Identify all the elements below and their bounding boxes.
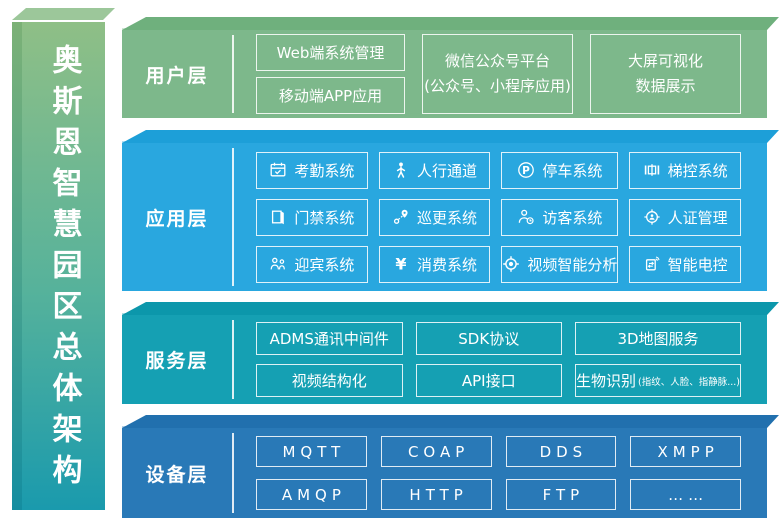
app-item-label: 访客系统 bbox=[542, 208, 603, 227]
app-item-label: 人证管理 bbox=[667, 208, 728, 227]
device-box-xmpp: XMPP bbox=[630, 436, 741, 467]
svg-text:¥: ¥ bbox=[395, 255, 406, 273]
service-box-adms: ADMS通讯中间件 bbox=[256, 322, 403, 355]
wechat-line2: (公众号、小程序应用) bbox=[424, 77, 571, 95]
app-item-parking: P 停车系统 bbox=[501, 151, 619, 189]
device-box-dds: DDS bbox=[505, 436, 617, 467]
app-item-video-analytics: 视频智能分析 bbox=[501, 245, 619, 283]
app-item-welcome: 迎宾系统 bbox=[256, 245, 368, 283]
service-box-biometrics: 生物识别 (指纹、人脸、指静脉...) bbox=[575, 364, 741, 397]
bigscreen-line2: 数据展示 bbox=[635, 77, 696, 95]
wechat-line1: 微信公众号平台 bbox=[444, 51, 550, 70]
patrol-icon bbox=[392, 208, 410, 226]
app-item-payment: ¥ 消费系统 bbox=[378, 245, 491, 283]
device-box-mqtt: MQTT bbox=[256, 436, 367, 467]
app-item-label: 门禁系统 bbox=[294, 208, 355, 227]
biometrics-note: (指纹、人脸、指静脉...) bbox=[638, 376, 740, 388]
elevator-control-icon bbox=[643, 161, 661, 179]
app-item-label: 停车系统 bbox=[542, 161, 603, 180]
layer-divider bbox=[232, 320, 234, 399]
layer-device-top-face bbox=[122, 415, 779, 428]
payment-icon: ¥ bbox=[392, 255, 410, 273]
service-box-api: API接口 bbox=[415, 364, 562, 397]
layer-user-top-face bbox=[122, 17, 779, 30]
user-box-bigscreen: 大屏可视化 数据展示 bbox=[590, 34, 741, 114]
app-item-id-verification: 人证管理 bbox=[629, 198, 741, 236]
service-box-video-structuring: 视频结构化 bbox=[256, 364, 403, 397]
visitor-icon bbox=[517, 208, 535, 226]
app-item-label: 迎宾系统 bbox=[294, 255, 355, 274]
layer-divider bbox=[232, 35, 234, 113]
app-item-label: 视频智能分析 bbox=[527, 255, 618, 274]
app-item-label: 考勤系统 bbox=[294, 161, 355, 180]
parking-icon: P bbox=[517, 161, 535, 179]
app-item-label: 智能电控 bbox=[667, 255, 728, 274]
svg-text:P: P bbox=[522, 165, 530, 177]
app-item-label: 人行通道 bbox=[416, 161, 477, 180]
app-item-elevator: 梯控系统 bbox=[629, 151, 741, 189]
device-box-ftp: FTP bbox=[505, 479, 617, 510]
device-box-coap: COAP bbox=[380, 436, 492, 467]
layer-user: 用户层 Web端系统管理 移动端APP应用 微信公众号平台 (公众号、小程序应用… bbox=[122, 28, 767, 118]
layer-device-label: 设备层 bbox=[145, 463, 209, 486]
layer-service: 服务层 ADMS通讯中间件 SDK协议 3D地图服务 视频结构化 API接口 生… bbox=[122, 313, 767, 404]
device-box-amqp: AMQP bbox=[256, 479, 367, 510]
layer-device: 设备层 MQTT COAP DDS XMPP AMQP HTTP FTP …… bbox=[122, 426, 767, 518]
diagram-title: 奥斯恩智慧园区总体架构 bbox=[46, 43, 82, 495]
welcome-icon bbox=[269, 255, 287, 273]
video-analytics-icon bbox=[502, 255, 520, 273]
layer-app-label: 应用层 bbox=[145, 207, 209, 230]
attendance-icon bbox=[269, 161, 287, 179]
device-box-more: …… bbox=[630, 479, 741, 510]
layer-divider bbox=[232, 433, 234, 513]
app-item-smart-power: 智能电控 bbox=[629, 245, 741, 283]
app-item-visitor: 访客系统 bbox=[501, 198, 619, 236]
layer-app: 应用层 考勤系统 人行通道 P bbox=[122, 141, 767, 291]
title-pillar: 奥斯恩智慧园区总体架构 bbox=[22, 22, 105, 510]
device-box-http: HTTP bbox=[380, 479, 492, 510]
app-item-label: 消费系统 bbox=[416, 255, 477, 274]
pedestrian-gate-icon bbox=[392, 161, 410, 179]
app-item-patrol: 巡更系统 bbox=[378, 198, 491, 236]
access-control-icon bbox=[269, 208, 287, 226]
user-box-wechat: 微信公众号平台 (公众号、小程序应用) bbox=[422, 34, 573, 114]
user-box-web: Web端系统管理 bbox=[256, 34, 405, 71]
layer-divider bbox=[232, 148, 234, 286]
app-item-label: 巡更系统 bbox=[416, 208, 477, 227]
pillar-top-face bbox=[12, 8, 115, 20]
layer-service-label: 服务层 bbox=[145, 350, 209, 372]
app-item-access-control: 门禁系统 bbox=[256, 198, 368, 236]
app-item-attendance: 考勤系统 bbox=[256, 151, 368, 189]
id-verification-icon bbox=[643, 208, 661, 226]
layer-user-label: 用户层 bbox=[145, 64, 209, 87]
app-item-label: 梯控系统 bbox=[667, 161, 728, 180]
pillar-side-face bbox=[12, 22, 22, 510]
service-box-sdk: SDK协议 bbox=[415, 322, 562, 355]
app-item-pedestrian: 人行通道 bbox=[378, 151, 491, 189]
user-box-mobile-app: 移动端APP应用 bbox=[256, 77, 405, 114]
bigscreen-line1: 大屏可视化 bbox=[627, 51, 703, 70]
smart-power-icon bbox=[643, 255, 661, 273]
service-box-3dmap: 3D地图服务 bbox=[575, 322, 741, 355]
layer-service-top-face bbox=[122, 302, 779, 315]
layer-app-top-face bbox=[122, 130, 779, 143]
biometrics-main: 生物识别 bbox=[576, 372, 637, 390]
